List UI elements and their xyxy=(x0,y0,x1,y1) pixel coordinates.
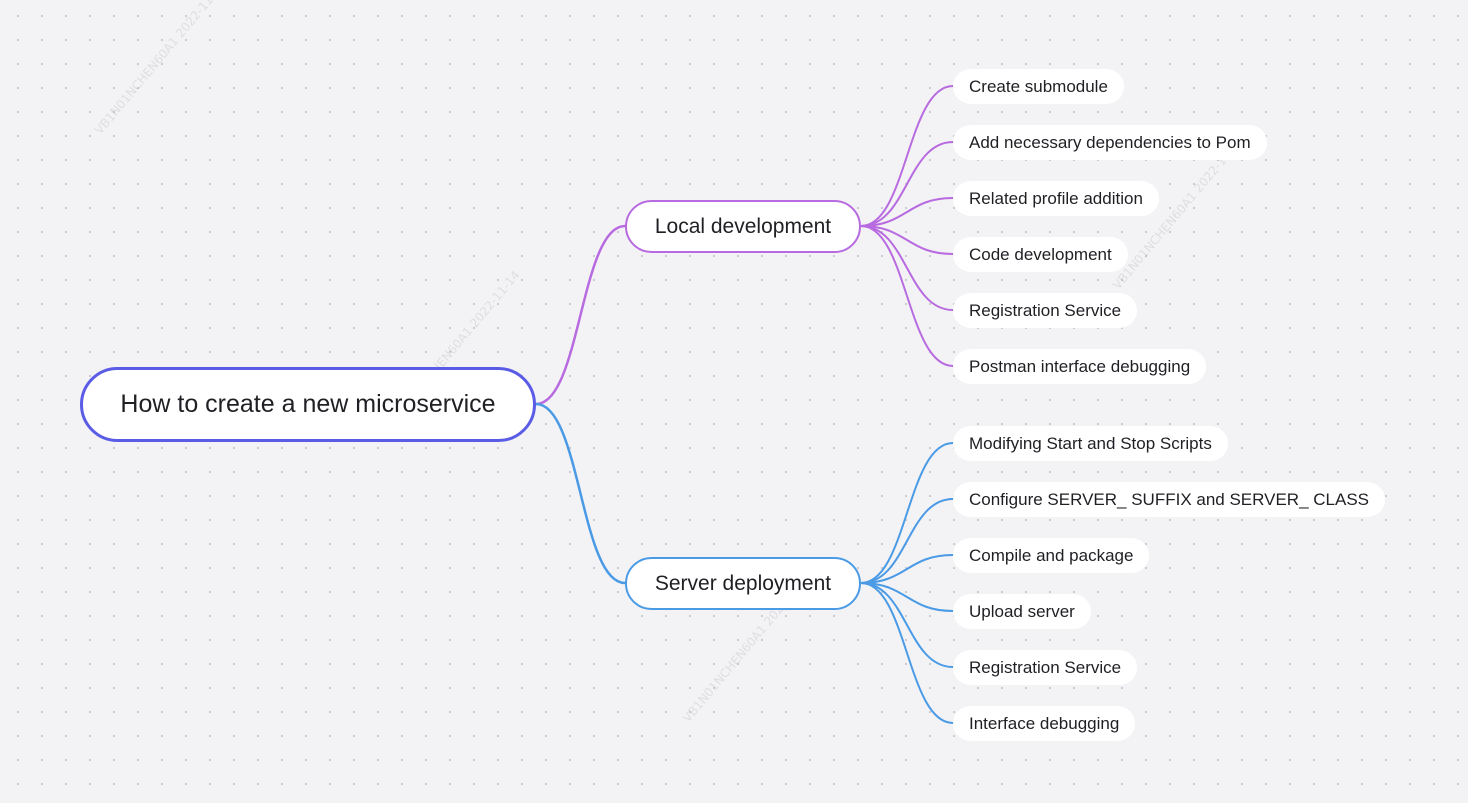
local-development-connectors xyxy=(860,85,954,367)
branch-to-subtopic-connector xyxy=(860,85,954,227)
subtopic-create-submodule[interactable]: Create submodule xyxy=(953,69,1124,104)
root-connectors xyxy=(534,224,627,585)
subtopic-add-dependencies[interactable]: Add necessary dependencies to Pom xyxy=(953,125,1267,160)
branch-local-development[interactable]: Local development xyxy=(625,200,861,253)
branch-label: Local development xyxy=(654,214,832,238)
branch-to-subtopic-connector xyxy=(860,225,954,367)
subtopic-registration-service[interactable]: Registration Service xyxy=(953,650,1138,685)
branch-to-subtopic-connector xyxy=(860,554,954,584)
subtopic-label: Related profile addition xyxy=(969,188,1143,208)
server-deployment-connectors xyxy=(860,442,954,724)
subtopic-label: Upload server xyxy=(969,601,1075,621)
subtopic-postman-debugging[interactable]: Postman interface debugging xyxy=(953,349,1207,384)
branch-to-subtopic-connector xyxy=(860,225,954,255)
subtopic-label: Interface debugging xyxy=(969,713,1120,733)
subtopic-compile-package[interactable]: Compile and package xyxy=(953,538,1150,573)
branch-server-deployment[interactable]: Server deployment xyxy=(625,557,861,610)
branch-to-subtopic-connector xyxy=(860,141,954,227)
subtopic-profile-addition[interactable]: Related profile addition xyxy=(953,181,1159,216)
subtopic-label: Add necessary dependencies to Pom xyxy=(969,132,1251,152)
subtopic-label: Configure SERVER_ SUFFIX and SERVER_ CLA… xyxy=(969,489,1369,509)
subtopic-label: Code development xyxy=(969,244,1112,264)
subtopic-modify-scripts[interactable]: Modifying Start and Stop Scripts xyxy=(953,426,1228,461)
subtopic-label: Postman interface debugging xyxy=(969,356,1191,376)
branch-to-subtopic-connector xyxy=(860,197,954,227)
root-to-branch-connector xyxy=(534,224,627,406)
branch-to-subtopic-connector xyxy=(860,498,954,584)
subtopic-registration-service[interactable]: Registration Service xyxy=(953,293,1138,328)
subtopic-upload-server[interactable]: Upload server xyxy=(953,594,1091,629)
root-topic[interactable]: How to create a new microservice xyxy=(80,367,536,442)
root-to-branch-connector xyxy=(534,402,627,585)
subtopic-interface-debugging[interactable]: Interface debugging xyxy=(953,706,1136,741)
subtopic-label: Compile and package xyxy=(969,545,1134,565)
branch-to-subtopic-connector xyxy=(860,442,954,584)
branch-to-subtopic-connector xyxy=(860,582,954,612)
subtopic-label: Registration Service xyxy=(969,657,1122,677)
branch-to-subtopic-connector xyxy=(860,582,954,724)
subtopic-label: Registration Service xyxy=(969,300,1122,320)
branch-to-subtopic-connector xyxy=(860,225,954,311)
branch-to-subtopic-connector xyxy=(860,582,954,668)
subtopic-label: Create submodule xyxy=(969,76,1108,96)
subtopic-configure-server[interactable]: Configure SERVER_ SUFFIX and SERVER_ CLA… xyxy=(953,482,1385,517)
branch-label: Server deployment xyxy=(654,571,832,595)
root-topic-label: How to create a new microservice xyxy=(120,390,496,418)
subtopic-code-development[interactable]: Code development xyxy=(953,237,1128,272)
subtopic-label: Modifying Start and Stop Scripts xyxy=(969,433,1212,453)
